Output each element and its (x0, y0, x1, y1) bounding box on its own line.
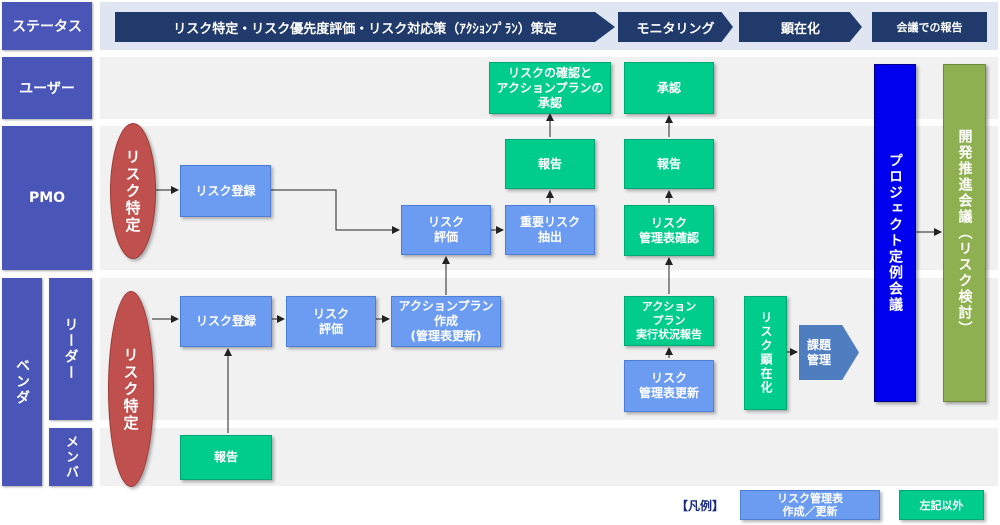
row-header-pmo: PMO (2, 126, 92, 270)
legend-green-box: 左記以外 (899, 490, 984, 520)
box-leader-action-status-report: アクション プラン 実行状況報告 (624, 296, 714, 346)
row-header-vendor: ベンダ (2, 278, 42, 486)
stage-monitoring: モニタリング (618, 12, 733, 42)
row-header-user: ユーザー (2, 57, 92, 119)
box-pmo-report-1: 報告 (505, 139, 595, 189)
box-risk-manifestation: リスク顕在化 (744, 296, 787, 410)
row-header-member: メンバ (49, 428, 92, 486)
legend-blue-box: リスク管理表 作成／更新 (740, 490, 880, 520)
row-header-leader: リーダー (49, 278, 92, 420)
box-pmo-risk-evaluation: リスク 評価 (401, 205, 491, 255)
stage-meeting-report: 会議での報告 (872, 12, 987, 42)
stage-risk-planning: リスク特定・リスク優先度評価・リスク対応策（ｱｸｼｮﾝﾌﾟﾗﾝ）策定 (115, 12, 615, 42)
box-leader-mgmt-table-update: リスク 管理表更新 (624, 360, 714, 412)
box-user-approve: 承認 (624, 62, 714, 114)
box-project-regular-meeting: プロジェクト定例会議 (874, 64, 916, 402)
legend-label: 【凡例】 (676, 499, 725, 513)
box-member-report: 報告 (180, 435, 272, 480)
box-pmo-important-risk-extract: 重要リスク 抽出 (505, 205, 595, 255)
box-leader-risk-register: リスク登録 (180, 296, 272, 347)
oval-vendor-risk-identification: リスク特定 (108, 291, 154, 487)
box-pmo-risk-register: リスク登録 (180, 165, 271, 217)
box-dev-promotion-meeting: 開発推進会議（リスク検討） (943, 64, 986, 402)
box-pmo-mgmt-table-check: リスク 管理表確認 (624, 205, 714, 256)
box-leader-action-plan: アクションプラン 作成 (管理表更新) (391, 296, 501, 347)
oval-pmo-risk-identification: リスク特定 (110, 123, 156, 259)
stage-manifestation: 顕在化 (739, 12, 862, 42)
box-leader-risk-evaluation: リスク 評価 (286, 296, 376, 347)
row-header-status: ステータス (2, 2, 92, 50)
box-pmo-report-2: 報告 (624, 139, 714, 189)
box-user-confirm-approve: リスクの確認と アクションプランの 承認 (489, 62, 611, 114)
arrow-pmo-register-to-eval (271, 189, 400, 234)
